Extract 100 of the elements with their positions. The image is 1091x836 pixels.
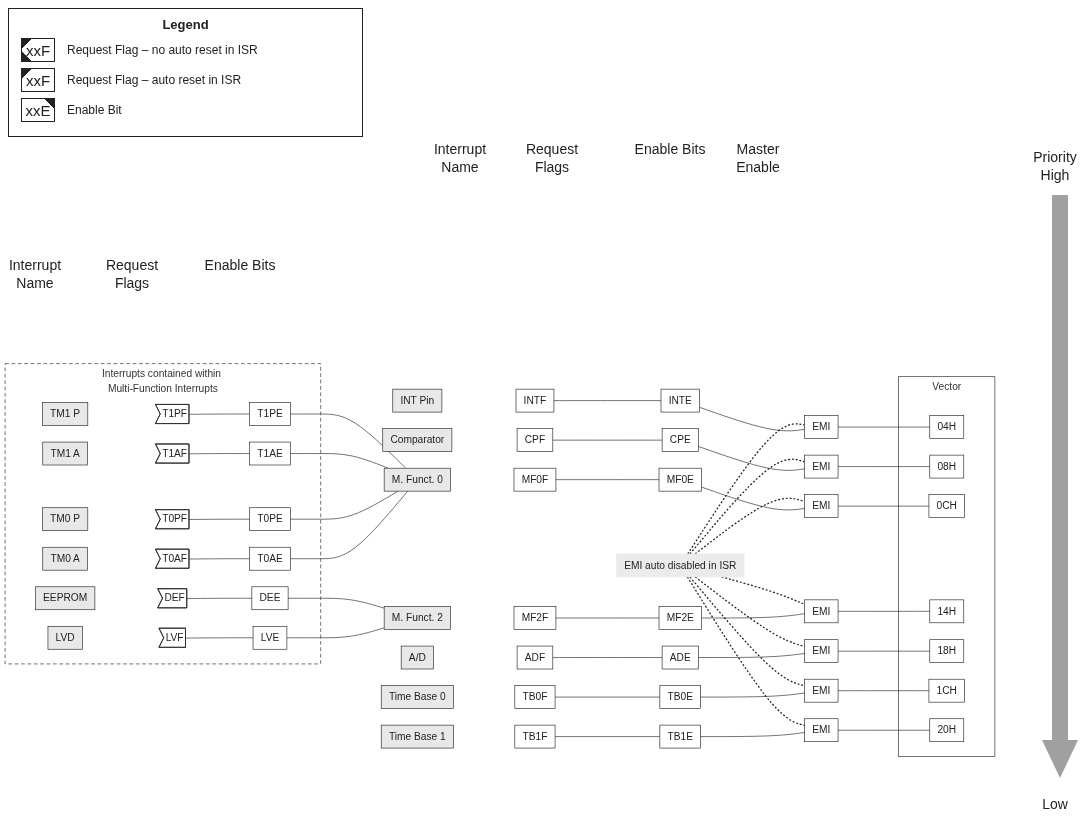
node-box: EMI [804, 454, 839, 479]
connector [701, 486, 805, 511]
node-box: T0PE [249, 507, 291, 531]
connector [186, 597, 253, 599]
column-header: Enable Bits [203, 256, 277, 275]
connector [700, 692, 805, 698]
connector [554, 736, 661, 737]
connector [837, 690, 930, 691]
node-box: EEPROM [35, 586, 96, 611]
node-box: MF0F [513, 467, 557, 492]
connector [554, 696, 661, 698]
node-box: T0AE [249, 546, 291, 571]
connector [290, 490, 399, 520]
legend-title: Legend [161, 17, 210, 32]
connector [686, 576, 806, 727]
node-box: LVE [252, 625, 288, 650]
legend-sample: xxF [21, 68, 55, 92]
node-box: TM0 A [42, 546, 88, 571]
connector [290, 453, 389, 469]
connector [701, 613, 805, 619]
connector [287, 597, 385, 609]
node-box: TB1E [659, 724, 701, 749]
node-box: T1AE [249, 441, 291, 466]
node-box: 20H [929, 718, 965, 743]
connector [694, 576, 806, 648]
node-box: EMI [804, 678, 839, 703]
node-box: INT Pin [392, 388, 443, 413]
node-box: 0CH [928, 494, 965, 518]
legend-text: Enable Bit [67, 103, 122, 117]
node-box: CPE [661, 428, 699, 452]
node-box: EMI [804, 639, 839, 663]
connector [837, 505, 930, 507]
connector [290, 413, 407, 469]
connector [286, 627, 385, 639]
connector [837, 466, 931, 467]
node-box: Comparator [382, 428, 453, 452]
node-box: LVD [47, 625, 83, 650]
node-box: 14H [929, 599, 965, 624]
node-box: ADF [516, 645, 554, 670]
node-box: EMI [804, 599, 839, 624]
node-box: TM1 P [42, 402, 89, 426]
node-box: 1CH [928, 678, 965, 703]
priority-label: Low [1041, 795, 1069, 814]
priority-label: Priority High [1032, 148, 1078, 185]
connector [687, 423, 806, 555]
node-box: MF2F [513, 606, 557, 630]
column-header: Enable Bits [633, 140, 707, 159]
node-box: TM1 A [42, 441, 88, 466]
connector [837, 729, 931, 731]
legend-sample: xxF [21, 38, 55, 62]
node-box: ADE [661, 645, 699, 670]
node-box: M. Funct. 0 [383, 467, 451, 492]
connector [290, 490, 408, 560]
node-box: MF2E [658, 606, 702, 630]
connector [189, 518, 250, 520]
node-box: 08H [929, 454, 965, 479]
connector [698, 446, 805, 471]
node-box: DEE [251, 586, 289, 611]
connector [553, 400, 662, 401]
node-box: TB0F [514, 685, 556, 709]
node-box: Time Base 1 [380, 724, 454, 749]
column-header: Interrupt Name [7, 256, 63, 293]
connector [689, 576, 806, 687]
column-header: Interrupt Name [432, 140, 488, 177]
connector [699, 407, 805, 432]
node-box: EMI [804, 718, 839, 743]
legend-sample: xxE [21, 98, 55, 122]
node-box: TB1F [514, 724, 556, 749]
node-box: EMI [804, 415, 839, 439]
connector [837, 611, 931, 612]
node-box: 04H [929, 415, 965, 439]
legend-text: Request Flag – no auto reset in ISR [67, 43, 258, 57]
node-box: INTF [515, 388, 555, 413]
connector [189, 558, 250, 560]
legend-text: Request Flag – auto reset in ISR [67, 73, 242, 87]
node-box: Time Base 0 [380, 685, 454, 709]
node-box: M. Funct. 2 [383, 606, 451, 630]
node-box: TB0E [659, 685, 701, 709]
node-box: EMI auto disabled in ISR [616, 553, 745, 578]
node-box: CPF [516, 428, 554, 452]
connector [552, 657, 663, 658]
node-box: MF0E [658, 467, 702, 492]
column-header: Request Flags [524, 140, 580, 177]
node-box: EMI [804, 494, 839, 518]
node-box: 18H [929, 639, 965, 663]
connector [189, 453, 250, 455]
connector [185, 637, 254, 639]
connector [698, 653, 805, 658]
connector [837, 650, 931, 652]
column-header: Master Enable [735, 140, 781, 177]
connector [837, 426, 931, 428]
node-box: TM0 P [42, 507, 89, 531]
node-box: A/D [400, 645, 434, 670]
connector [700, 732, 805, 737]
column-header: Request Flags [104, 256, 160, 293]
node-box: INTE [660, 388, 700, 413]
connector [689, 458, 806, 555]
connector [189, 413, 250, 415]
node-box: T1PE [249, 402, 291, 426]
connector [555, 479, 660, 480]
